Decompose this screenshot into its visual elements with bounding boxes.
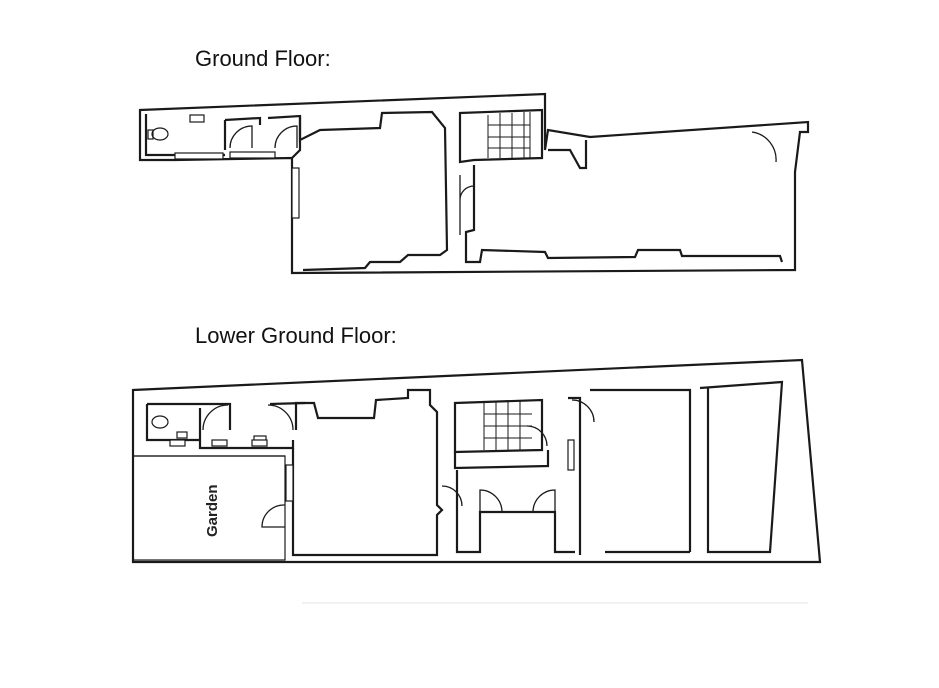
lgf-right-room — [568, 380, 784, 555]
gf-passage-walls — [464, 165, 784, 264]
lgf-basin-icon-1 — [176, 431, 188, 439]
gf-wc-walls — [144, 114, 227, 157]
lgf-window-1 — [169, 439, 186, 447]
lgf-toilet-icon — [151, 415, 169, 429]
gf-toilet-icon — [151, 127, 169, 141]
gf-door-4 — [751, 131, 777, 163]
gf-staircase — [487, 112, 531, 158]
lower-ground-floor-plan: Garden — [131, 358, 822, 604]
lgf-window-3 — [251, 439, 268, 447]
gf-basin-icon — [189, 114, 205, 123]
garden-label: Garden — [204, 484, 221, 537]
lgf-door-7 — [441, 485, 463, 507]
gf-window-1 — [174, 152, 224, 160]
gf-door-2 — [274, 125, 298, 149]
lgf-window-2 — [211, 439, 228, 447]
gf-central-room — [298, 110, 449, 272]
lgf-central-room — [291, 388, 444, 557]
lgf-lobby-walls — [453, 450, 575, 554]
lgf-outer-wall — [131, 358, 822, 564]
lower-ground-floor-title: Lower Ground Floor: — [195, 323, 397, 348]
lgf-door-5 — [479, 489, 503, 513]
lgf-door-8 — [571, 399, 595, 423]
lgf-wc-walls — [145, 402, 202, 442]
gf-door-3 — [459, 175, 475, 235]
gf-door-1 — [229, 125, 253, 149]
lgf-window-4 — [285, 464, 294, 502]
lgf-door-4 — [526, 425, 548, 447]
lgf-door-2 — [267, 404, 294, 431]
lgf-staircase — [483, 401, 532, 450]
gf-right-room — [548, 140, 588, 170]
lgf-door-6 — [532, 489, 556, 513]
lgf-door-1 — [202, 404, 229, 431]
lgf-door-3 — [261, 504, 286, 528]
ground-floor-plan — [138, 92, 810, 275]
gf-window-3 — [291, 167, 300, 219]
gf-stair-enclosure — [458, 108, 544, 164]
lgf-window-5 — [567, 439, 575, 471]
gf-cistern-icon — [147, 129, 154, 140]
ground-floor-title: Ground Floor: — [195, 46, 331, 71]
gf-window-2 — [229, 151, 276, 159]
lgf-stair-enclosure — [453, 398, 544, 454]
